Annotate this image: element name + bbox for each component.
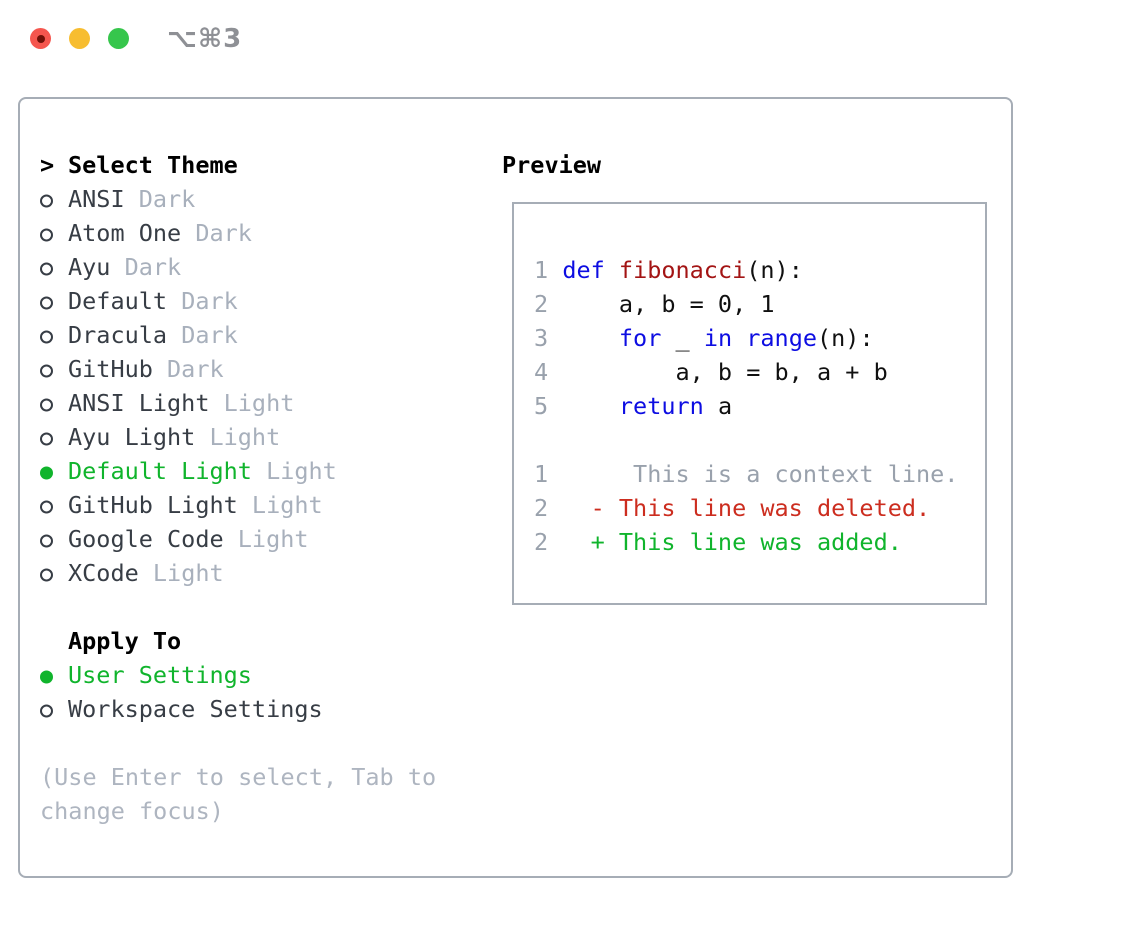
select-theme-heading-label: Select Theme: [68, 151, 238, 179]
radio-icon: [40, 250, 68, 284]
radio-icon: [40, 182, 68, 216]
theme-variant-label: Dark: [110, 253, 182, 281]
radio-icon: [40, 352, 68, 386]
theme-option-ayu[interactable]: Ayu Dark: [40, 250, 436, 284]
radio-icon: [40, 522, 68, 556]
window-title-shortcut: ⌥⌘3: [167, 24, 243, 54]
theme-name: Ayu Light: [68, 423, 196, 451]
radio-icon: [40, 488, 68, 522]
spacer: [40, 590, 436, 624]
radio-icon: [40, 216, 68, 250]
preview-code-line: 2 - This line was deleted.: [534, 494, 931, 522]
theme-name: Default: [68, 287, 168, 315]
apply-option-user-settings[interactable]: User Settings: [40, 658, 436, 692]
theme-variant-label: Light: [251, 457, 337, 485]
theme-name: GitHub Light: [68, 491, 238, 519]
unsaved-changes-dot-icon: [36, 34, 45, 43]
apply-to-heading-label: Apply To: [68, 627, 182, 655]
preview-code-line: 1 This is a context line.: [534, 460, 959, 488]
preview-heading: Preview: [502, 151, 602, 179]
zoom-button[interactable]: [108, 28, 129, 49]
preview-code-line: [534, 219, 985, 253]
select-theme-heading: > Select Theme: [40, 148, 436, 182]
theme-variant-label: Dark: [167, 287, 238, 315]
hint-text-line-1: (Use Enter to select, Tab to: [40, 763, 437, 791]
apply-option-label: Workspace Settings: [68, 695, 323, 723]
theme-option-xcode[interactable]: XCode Light: [40, 556, 436, 590]
preview-code-line: [534, 423, 985, 457]
theme-name: Dracula: [68, 321, 168, 349]
theme-option-default-light[interactable]: Default Light Light: [40, 454, 436, 488]
spacer: [40, 726, 436, 760]
theme-variant-label: Dark: [181, 219, 252, 247]
preview-code-line: 3 for _ in range(n):: [534, 324, 874, 352]
theme-name: GitHub: [68, 355, 153, 383]
hint-text-line-2: change focus): [40, 797, 224, 825]
close-button[interactable]: [30, 28, 51, 49]
radio-icon: [40, 556, 68, 590]
theme-option-ansi[interactable]: ANSI Dark: [40, 182, 436, 216]
theme-variant-label: Light: [138, 559, 224, 587]
preview-box: 1 def fibonacci(n): 2 a, b = 0, 1 3 for _ …: [512, 202, 987, 605]
theme-variant-label: Light: [237, 491, 323, 519]
theme-name: Default Light: [68, 457, 252, 485]
preview-code-line: [534, 559, 985, 593]
theme-option-github[interactable]: GitHub Dark: [40, 352, 436, 386]
theme-variant-label: Light: [223, 525, 309, 553]
apply-to-heading: Apply To: [40, 624, 436, 658]
theme-name: ANSI Light: [68, 389, 210, 417]
theme-option-ansi-light[interactable]: ANSI Light Light: [40, 386, 436, 420]
preview-code-line: 2 a, b = 0, 1: [534, 290, 775, 318]
apply-option-workspace-settings[interactable]: Workspace Settings: [40, 692, 436, 726]
theme-variant-label: Dark: [124, 185, 196, 213]
theme-option-ayu-light[interactable]: Ayu Light Light: [40, 420, 436, 454]
radio-icon: [40, 386, 68, 420]
radio-icon: [40, 420, 68, 454]
theme-option-google-code[interactable]: Google Code Light: [40, 522, 436, 556]
minimize-button[interactable]: [69, 28, 90, 49]
preview-code-line: 4 a, b = b, a + b: [534, 358, 888, 386]
apply-option-label: User Settings: [68, 661, 252, 689]
radio-icon: [40, 284, 68, 318]
theme-name: Atom One: [68, 219, 182, 247]
preview-code-line: 2 + This line was added.: [534, 528, 902, 556]
theme-variant-label: Light: [195, 423, 281, 451]
theme-option-github-light[interactable]: GitHub Light Light: [40, 488, 436, 522]
focus-caret-icon: >: [40, 151, 55, 179]
theme-option-default[interactable]: Default Dark: [40, 284, 436, 318]
radio-icon: [40, 692, 68, 726]
preview-code: 1 def fibonacci(n): 2 a, b = 0, 1 3 for _ …: [514, 204, 985, 593]
radio-selected-icon: [40, 454, 68, 488]
theme-option-dracula[interactable]: Dracula Dark: [40, 318, 436, 352]
theme-variant-label: Dark: [167, 321, 238, 349]
preview-code-line: 5 return a: [534, 392, 733, 420]
theme-name: Google Code: [68, 525, 224, 553]
radio-icon: [40, 318, 68, 352]
theme-option-atom-one[interactable]: Atom One Dark: [40, 216, 436, 250]
theme-name: ANSI: [68, 185, 125, 213]
radio-selected-icon: [40, 658, 68, 692]
theme-variant-label: Light: [209, 389, 295, 417]
preview-code-line: 1 def fibonacci(n):: [534, 256, 803, 284]
theme-name: Ayu: [68, 253, 111, 281]
theme-variant-label: Dark: [152, 355, 224, 383]
theme-name: XCode: [68, 559, 139, 587]
